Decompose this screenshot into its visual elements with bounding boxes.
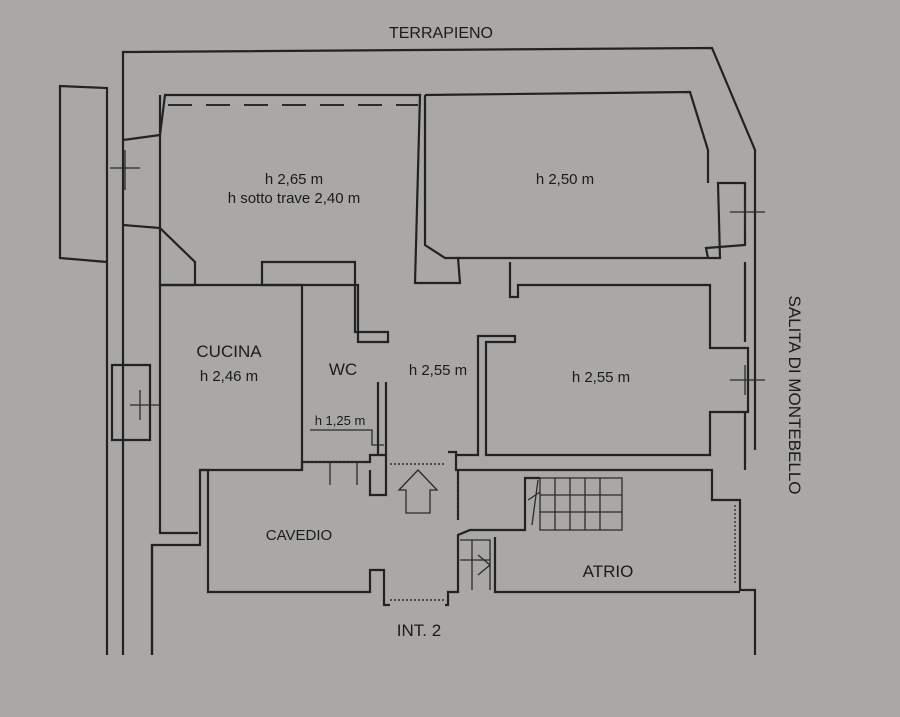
unit-label: INT. 2 <box>397 621 441 640</box>
top-left-room-beam-height: h sotto trave 2,40 m <box>228 190 361 207</box>
outer-walls <box>58 46 757 655</box>
wc-sub-height: h 1,25 m <box>315 413 366 428</box>
right-room-height: h 2,55 m <box>572 369 630 386</box>
kitchen-height: h 2,46 m <box>200 368 258 385</box>
hall-height: h 2,55 m <box>409 362 467 379</box>
atrio-name: ATRIO <box>583 562 634 581</box>
street-top-label: TERRAPIENO <box>389 25 493 42</box>
top-left-room-height: h 2,65 m <box>265 171 323 188</box>
top-right-room-height: h 2,50 m <box>536 171 594 188</box>
street-right-label: SALITA DI MONTEBELLO <box>785 295 804 494</box>
plan-details <box>110 104 765 601</box>
entrance-arrow-icon <box>397 469 439 514</box>
wc-name: WC <box>329 360 357 379</box>
kitchen-name: CUCINA <box>196 342 262 361</box>
cavedio-name: CAVEDIO <box>266 527 332 544</box>
